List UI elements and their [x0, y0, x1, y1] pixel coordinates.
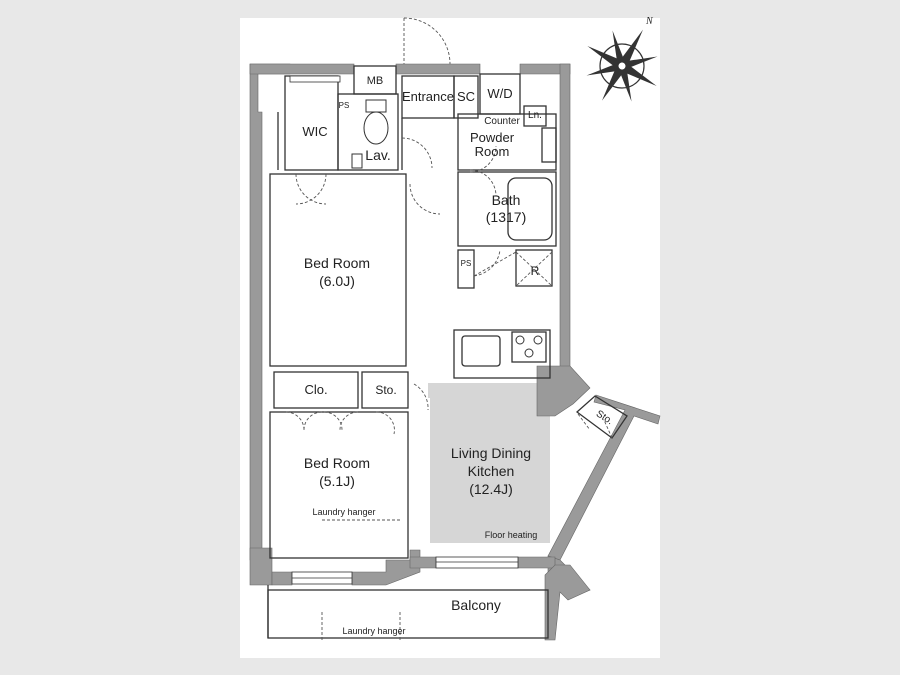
stove-burners	[515, 335, 543, 358]
label-clo: Clo.	[304, 382, 327, 397]
label-bedroom-1: Bed Room	[304, 255, 370, 271]
label-ldk-size: (12.4J)	[469, 481, 513, 497]
label-counter: Counter	[484, 116, 520, 127]
label-wic: WIC	[302, 124, 327, 139]
label-bedroom-1-size: (6.0J)	[319, 273, 355, 289]
interior-walls	[267, 65, 628, 639]
label-mb: MB	[367, 75, 384, 87]
label-balcony: Balcony	[451, 597, 501, 613]
compass-rose: N	[586, 16, 658, 102]
label-ldk-1: Living Dining	[451, 445, 531, 461]
label-ln: Ln.	[528, 110, 542, 121]
label-sto-hall: Sto.	[375, 383, 396, 397]
label-ldk-2: Kitchen	[468, 463, 515, 479]
label-powder-room-1: Powder	[470, 130, 515, 145]
label-ps-upper: PS	[339, 101, 350, 110]
label-refrigerator: R	[531, 264, 540, 278]
label-entrance: Entrance	[402, 89, 454, 104]
label-sto-ldk: Sto.	[594, 409, 615, 428]
label-sc: SC	[457, 89, 475, 104]
windows	[289, 75, 519, 585]
plan-sheet	[240, 18, 660, 658]
walls	[249, 63, 661, 641]
label-wd: W/D	[487, 86, 512, 101]
label-lav: Lav.	[365, 147, 390, 163]
room-labels: MB Entrance SC W/D Counter Ln. Powder Ro…	[302, 75, 614, 636]
door-swings	[285, 17, 613, 640]
label-bedroom-2: Bed Room	[304, 455, 370, 471]
compass-north-label: N	[645, 16, 654, 27]
label-ps-lower: PS	[461, 259, 472, 268]
label-powder-room-2: Room	[475, 144, 510, 159]
label-bedroom-2-size: (5.1J)	[319, 473, 355, 489]
label-bath: Bath	[492, 192, 521, 208]
toilet	[351, 99, 389, 169]
label-laundry-hanger-balcony: Laundry hanger	[342, 626, 405, 636]
label-bath-size: (1317)	[486, 209, 526, 225]
label-laundry-hanger-room: Laundry hanger	[312, 507, 375, 517]
label-floor-heating: Floor heating	[485, 530, 538, 540]
floor-heating-area	[428, 383, 550, 543]
